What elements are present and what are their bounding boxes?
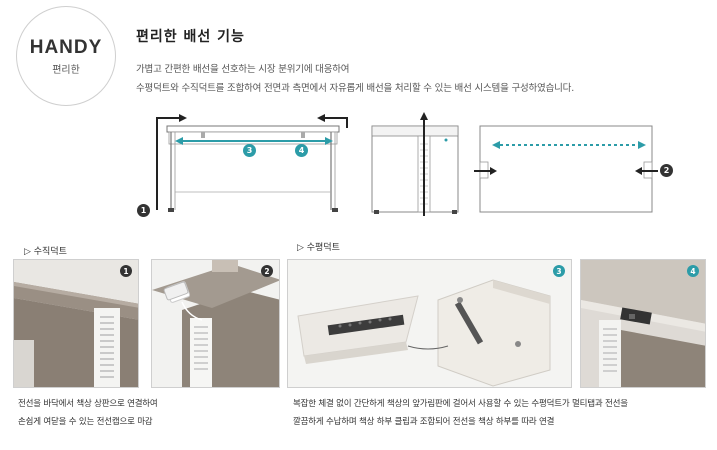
intro-line-2: 수평덕트와 수직덕트를 조합하여 전면과 측면에서 자유롭게 배선을 처리할 수… xyxy=(136,83,575,94)
intro-line-1: 가볍고 간편한 배선을 선호하는 시장 분위기에 대응하여 xyxy=(136,64,350,75)
photo-vertical-duct-2: 2 xyxy=(151,259,280,388)
desk-side-drawing xyxy=(371,112,459,216)
handy-badge: HANDY 편리한 xyxy=(16,6,116,106)
photo-3-drawing xyxy=(288,260,571,387)
photo-marker-3: 3 xyxy=(553,265,565,277)
photo-horizontal-duct-4: 4 xyxy=(580,259,706,388)
diagram-marker-1: 1 xyxy=(137,204,150,217)
photo-vertical-duct-1: 1 xyxy=(13,259,139,388)
badge-title: HANDY xyxy=(29,36,103,58)
caption-vertical-line-1: 전선을 바닥에서 책상 상판으로 연결하여 xyxy=(18,399,158,409)
photo-4-drawing xyxy=(581,260,705,387)
section-vertical-duct: ▷ 수직덕트 xyxy=(24,247,67,257)
photo-1-drawing xyxy=(14,260,138,387)
desk-front-drawing xyxy=(156,114,348,212)
caption-horizontal-line-2: 깔끔하게 수납하며 책상 하부 클립과 조합되어 전선을 책상 하부를 따라 연… xyxy=(293,417,555,427)
desk-top-drawing xyxy=(474,125,658,213)
desk-side-diagram xyxy=(370,108,462,220)
photo-2-drawing xyxy=(152,260,279,387)
section-horizontal-duct: ▷ 수평덕트 xyxy=(297,243,340,253)
page-heading: 편리한 배선 기능 xyxy=(136,29,245,45)
photo-marker-4: 4 xyxy=(687,265,699,277)
photo-marker-1: 1 xyxy=(120,265,132,277)
desk-top-diagram: 2 xyxy=(472,124,677,216)
photo-marker-2: 2 xyxy=(261,265,273,277)
caption-horizontal-line-1: 복잡한 체결 없이 간단하게 책상의 앞가림판에 걸어서 사용할 수 있는 수평… xyxy=(293,399,628,409)
badge-subtitle: 편리한 xyxy=(52,64,80,76)
desk-front-diagram: 1 3 4 xyxy=(135,108,350,220)
caption-vertical-line-2: 손쉽게 여닫을 수 있는 전선캡으로 마감 xyxy=(18,417,153,427)
photo-horizontal-duct-3: 3 xyxy=(287,259,572,388)
diagram-marker-4: 4 xyxy=(295,144,308,157)
diagram-marker-2: 2 xyxy=(660,164,673,177)
diagram-marker-3: 3 xyxy=(243,144,256,157)
